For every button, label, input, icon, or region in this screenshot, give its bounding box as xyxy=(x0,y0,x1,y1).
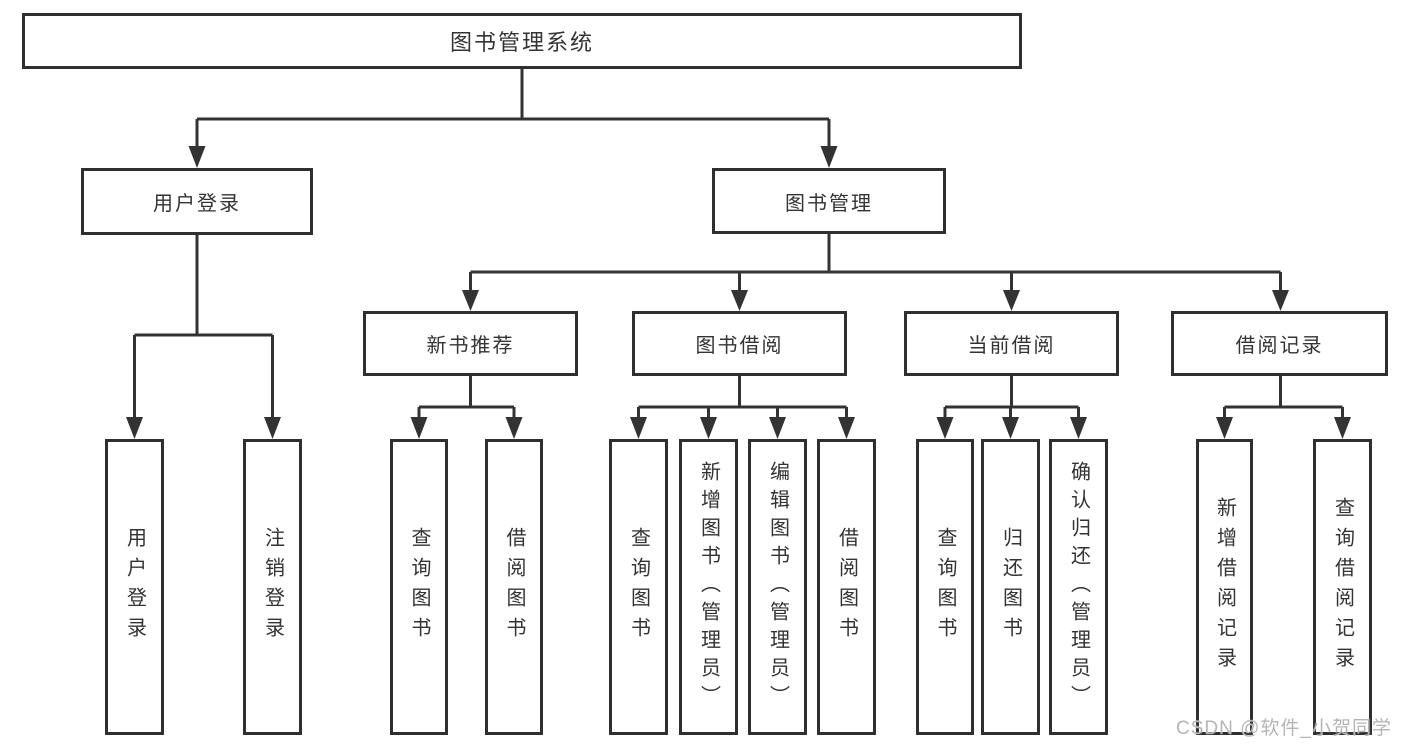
leaf-current-confirm-admin: 确认归还（管理员） xyxy=(1049,439,1108,735)
node-user-login: 用户登录 xyxy=(81,168,313,235)
connector-new-book-children xyxy=(410,376,523,439)
watermark: CSDN @软件_小贺同学 xyxy=(1176,718,1392,739)
node-current-borrow: 当前借阅 xyxy=(904,311,1119,376)
node-label: 借阅图书 xyxy=(835,527,858,647)
node-label: 编辑图书（管理员） xyxy=(766,461,789,713)
leaf-borrow-query: 查询图书 xyxy=(609,439,668,735)
leaf-borrow-edit-admin: 编辑图书（管理员） xyxy=(748,439,807,735)
node-new-book-recommend: 新书推荐 xyxy=(363,311,578,376)
node-label: 注销登录 xyxy=(261,527,284,647)
connector-book-mgmt-to-level3 xyxy=(462,234,1289,311)
node-label: 新增借阅记录 xyxy=(1213,497,1236,677)
connector-root-to-level2 xyxy=(188,68,838,168)
node-label: 查询图书 xyxy=(934,527,956,647)
leaf-newbook-query: 查询图书 xyxy=(390,439,448,735)
leaf-records-query: 查询借阅记录 xyxy=(1313,439,1372,735)
node-label: 查询图书 xyxy=(627,527,650,647)
leaf-borrow-add-admin: 新增图书（管理员） xyxy=(679,439,738,735)
node-book-management: 图书管理 xyxy=(712,168,946,234)
connector-user-login-children xyxy=(126,235,281,439)
node-label: 新增图书（管理员） xyxy=(697,461,720,713)
leaf-borrow-borrow: 借阅图书 xyxy=(817,439,876,735)
node-root: 图书管理系统 xyxy=(22,13,1022,69)
connector-current-borrow-children xyxy=(936,376,1087,439)
connector-borrow-records-children xyxy=(1216,376,1351,439)
leaf-records-add: 新增借阅记录 xyxy=(1196,439,1253,735)
leaf-logout: 注销登录 xyxy=(243,439,302,735)
node-label: 用户登录 xyxy=(123,527,146,647)
node-label: 确认归还（管理员） xyxy=(1067,461,1090,713)
leaf-newbook-borrow: 借阅图书 xyxy=(485,439,543,735)
leaf-current-return: 归还图书 xyxy=(981,439,1040,735)
node-label: 查询借阅记录 xyxy=(1331,497,1354,677)
node-book-borrow: 图书借阅 xyxy=(632,311,847,376)
node-label: 归还图书 xyxy=(999,527,1022,647)
node-label: 借阅图书 xyxy=(503,527,525,647)
connector-book-borrow-children xyxy=(630,376,855,439)
node-label: 查询图书 xyxy=(408,527,430,647)
node-borrow-records: 借阅记录 xyxy=(1171,311,1388,376)
leaf-user-login: 用户登录 xyxy=(105,439,164,735)
leaf-current-query: 查询图书 xyxy=(916,439,974,735)
